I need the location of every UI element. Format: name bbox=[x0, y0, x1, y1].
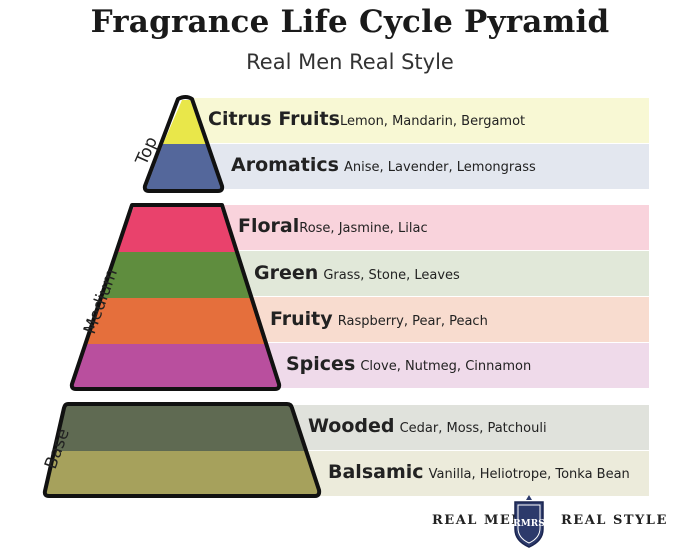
brand-crest-icon: RMRS bbox=[513, 495, 545, 548]
layer-name: Balsamic bbox=[328, 461, 424, 483]
layer-examples: Lemon, Mandarin, Bergamot bbox=[339, 114, 526, 129]
band-floral bbox=[190, 205, 649, 250]
layer-floral-shape bbox=[117, 206, 236, 252]
pyramid-base-outline bbox=[42, 402, 322, 498]
layer-name: Floral bbox=[238, 215, 300, 237]
layer-examples: Raspberry, Pear, Peach bbox=[337, 314, 488, 329]
layer-balsamic-shape bbox=[45, 451, 319, 495]
band-green bbox=[190, 251, 649, 296]
footer-brand-left: REAL MEN bbox=[432, 513, 525, 528]
layer-label-fruity: Fruity Raspberry, Pear, Peach bbox=[270, 308, 488, 330]
layer-examples: Rose, Jasmine, Lilac bbox=[299, 221, 428, 236]
band-citrus bbox=[190, 98, 649, 143]
layer-name: Spices bbox=[286, 353, 356, 375]
layer-name: Citrus Fruits bbox=[208, 108, 340, 130]
page-subtitle: Real Men Real Style bbox=[246, 50, 454, 74]
layer-fruity-shape bbox=[86, 298, 266, 344]
layer-examples: Vanilla, Heliotrope, Tonka Bean bbox=[428, 467, 630, 482]
page-title: Fragrance Life Cycle Pyramid bbox=[90, 4, 610, 40]
layer-green-shape bbox=[101, 252, 251, 298]
crest-monogram: RMRS bbox=[513, 519, 544, 529]
layer-label-wooded: Wooded Cedar, Moss, Patchouli bbox=[308, 415, 547, 437]
layer-label-balsamic: Balsamic Vanilla, Heliotrope, Tonka Bean bbox=[328, 461, 630, 483]
layer-name: Wooded bbox=[308, 415, 395, 437]
layer-label-floral: FloralRose, Jasmine, Lilac bbox=[238, 215, 428, 237]
pyramid-medium-outline bbox=[69, 203, 282, 391]
layer-name: Green bbox=[254, 262, 319, 284]
pyramid-top-outline bbox=[142, 95, 225, 193]
band-fruity bbox=[190, 297, 649, 342]
layer-aromatics-shape bbox=[146, 144, 221, 189]
layer-label-green: Green Grass, Stone, Leaves bbox=[254, 262, 460, 284]
layer-examples: Grass, Stone, Leaves bbox=[323, 268, 460, 283]
layer-label-spices: Spices Clove, Nutmeg, Cinnamon bbox=[286, 353, 531, 375]
layer-wooded-shape bbox=[53, 406, 305, 451]
layer-examples: Anise, Lavender, Lemongrass bbox=[344, 160, 536, 175]
layer-citrus-shape bbox=[163, 100, 206, 144]
footer-brand-right: REAL STYLE bbox=[561, 513, 668, 528]
layer-label-citrus: Citrus FruitsLemon, Mandarin, Bergamot bbox=[208, 108, 525, 130]
layer-name: Fruity bbox=[270, 308, 333, 330]
band-aromatics bbox=[190, 144, 649, 189]
layer-examples: Clove, Nutmeg, Cinnamon bbox=[360, 359, 532, 374]
layer-name: Aromatics bbox=[231, 154, 339, 176]
layer-spices-shape bbox=[72, 344, 279, 388]
layer-examples: Cedar, Moss, Patchouli bbox=[399, 421, 547, 436]
layer-label-aromatics: Aromatics Anise, Lavender, Lemongrass bbox=[231, 154, 536, 176]
